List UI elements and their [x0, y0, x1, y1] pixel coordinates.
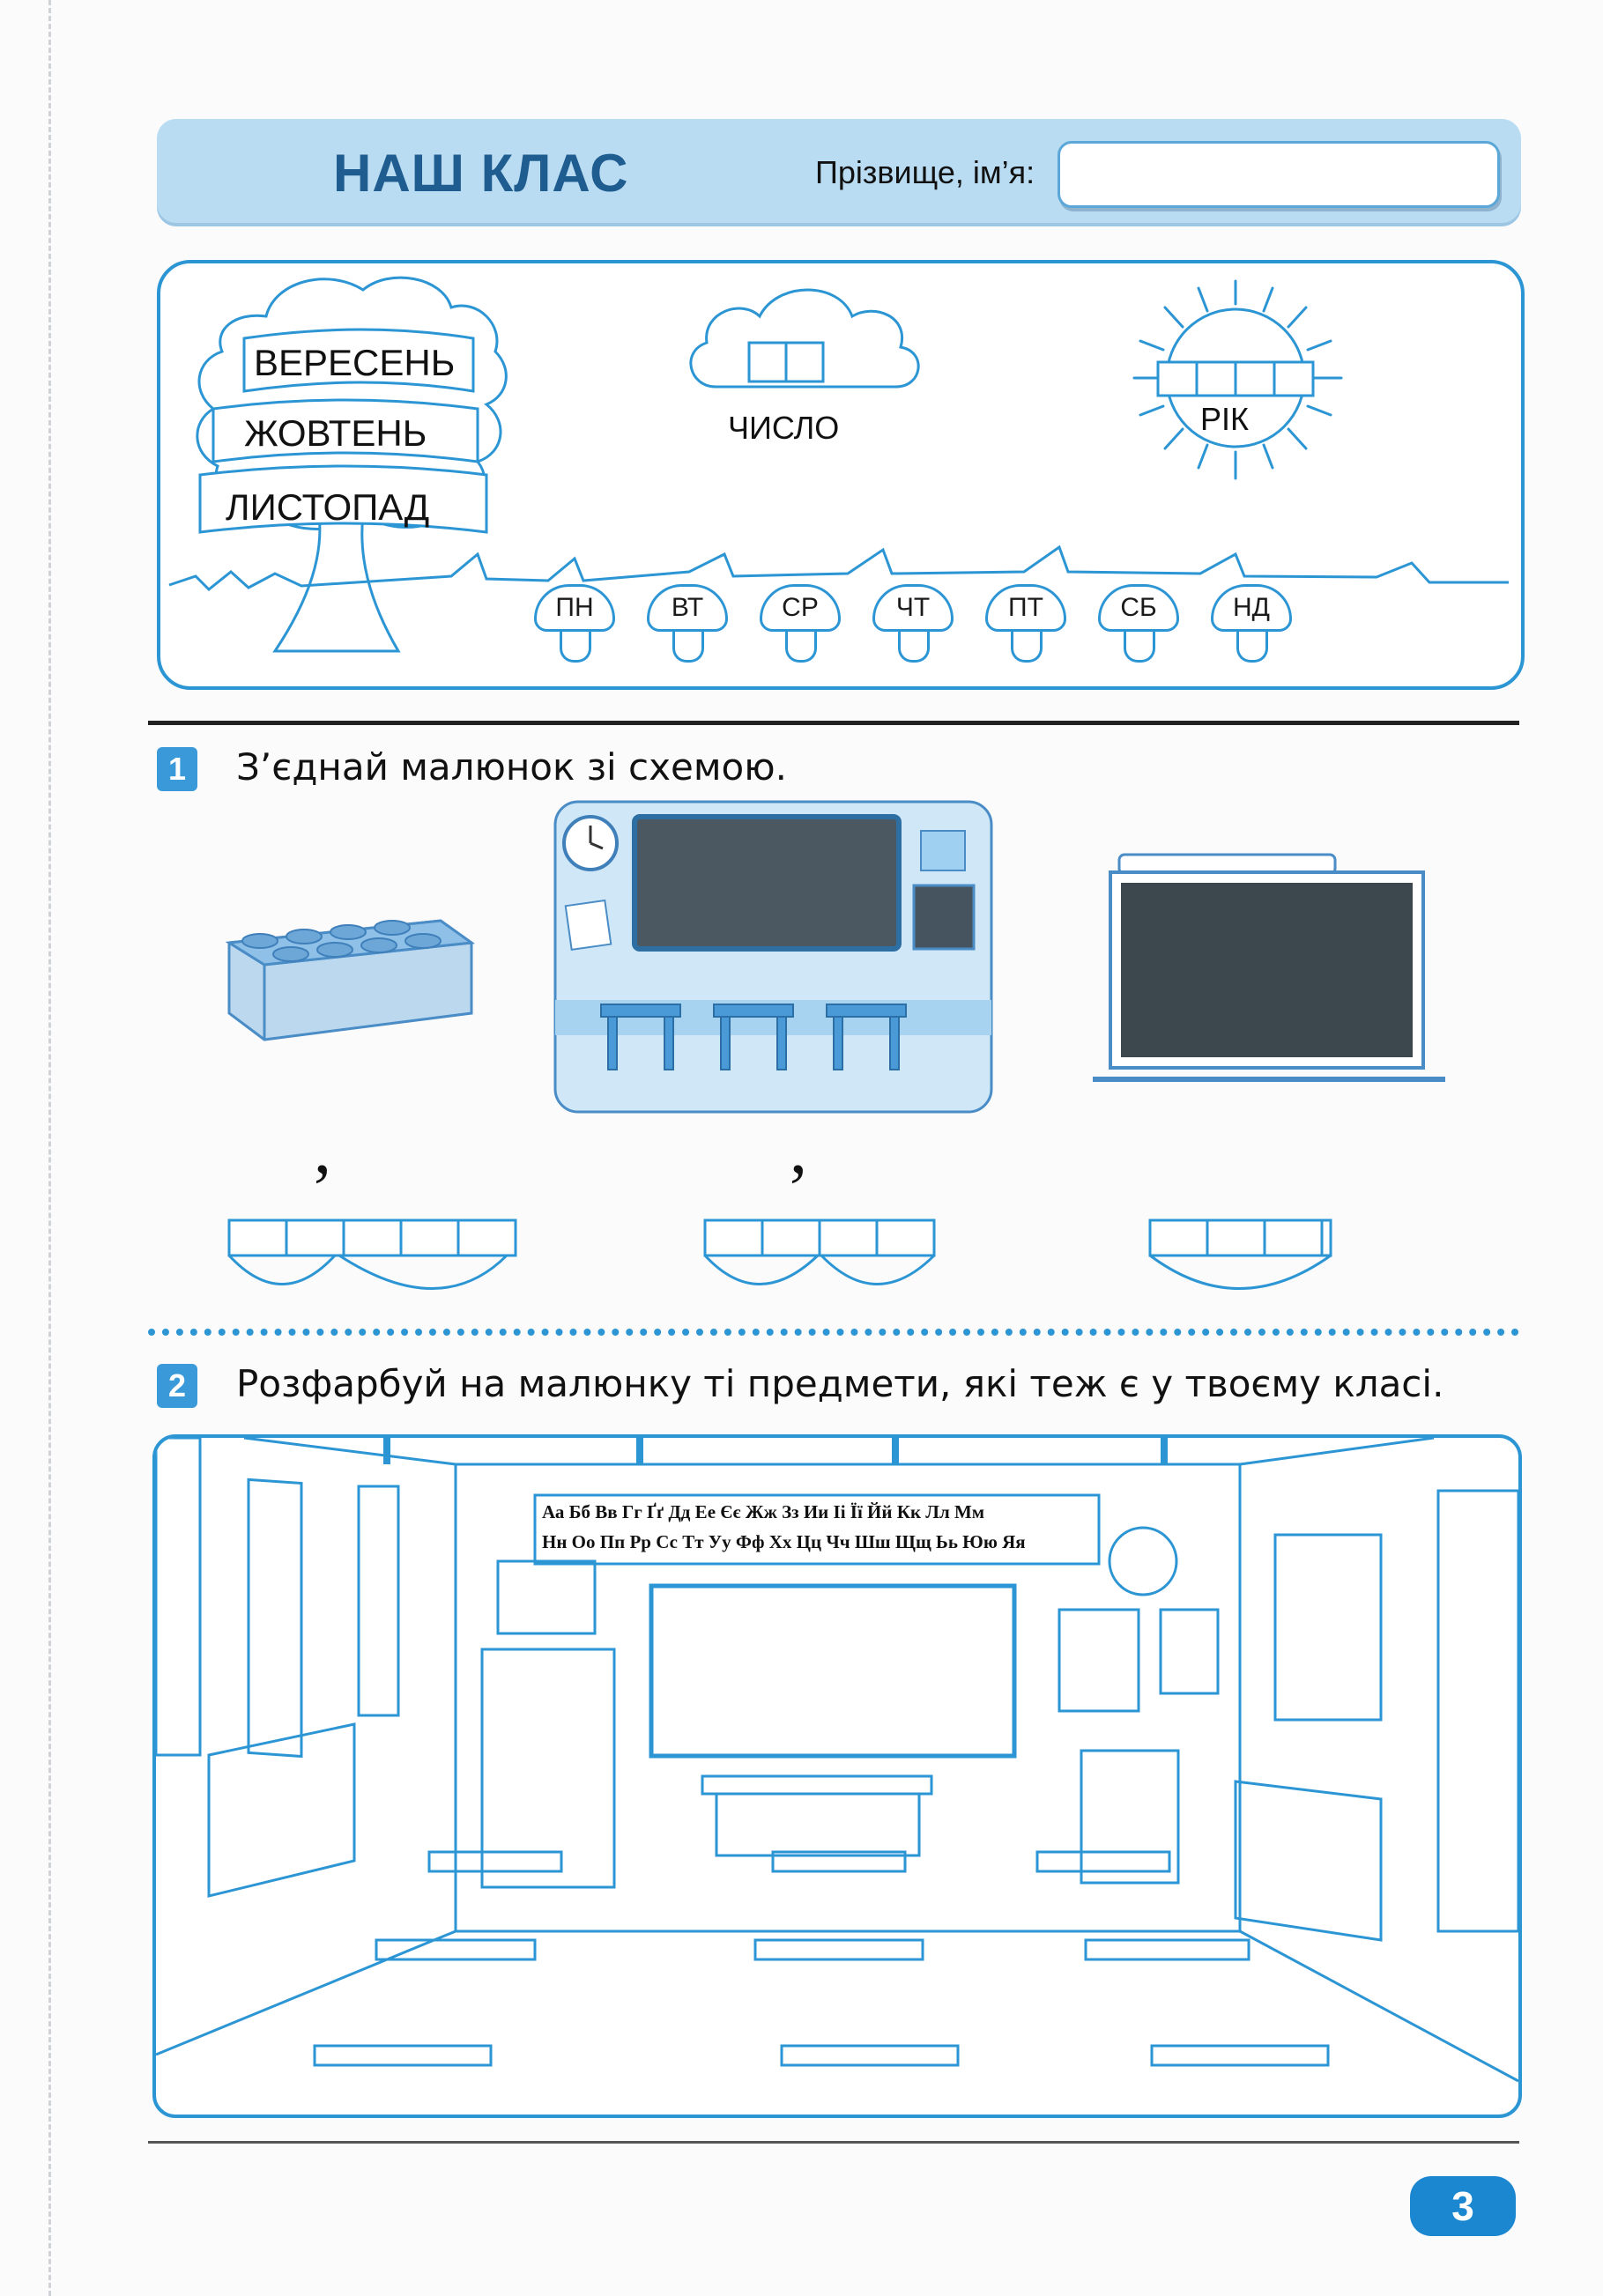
day-stem [672, 632, 704, 663]
stress-mark-1: ’ [310, 1151, 334, 1228]
alphabet-line-1: Аа Бб Вв Гг Ґґ Дд Ее Єє Жж Зз Ии Іі Її Й… [542, 1501, 985, 1522]
month-label-1: ВЕРЕСЕНЬ [254, 342, 456, 383]
month-label-2: ЖОВТЕНЬ [244, 412, 427, 454]
classroom-coloring-image[interactable]: Аа Бб Вв Гг Ґґ Дд Ее Єє Жж Зз Ии Іі Її Й… [152, 1434, 1522, 2118]
day-tue[interactable]: ВТ [647, 584, 728, 663]
task1-illustrations [225, 800, 1445, 1114]
day-wed[interactable]: СР [760, 584, 841, 663]
task-number-badge: 2 [157, 1364, 197, 1408]
word-schemes [227, 1218, 1332, 1290]
ribbon-3 [198, 464, 488, 534]
day-stem [560, 632, 591, 663]
year-cell-2 [1195, 360, 1237, 397]
day-label: ПТ [985, 584, 1066, 632]
ribbon-2 [212, 398, 479, 463]
section-divider [148, 721, 1519, 725]
day-label: СБ [1098, 584, 1179, 632]
perforation-line [48, 0, 51, 2296]
day-fri[interactable]: ПТ [985, 584, 1066, 663]
date-label: ЧИСЛО [728, 410, 840, 446]
day-label: ЧТ [872, 584, 954, 632]
task-number-badge: 1 [157, 747, 197, 791]
calendar-illustration [168, 276, 1509, 653]
name-label: Прізвище, ім’я: [815, 154, 1035, 190]
scheme-3 [1148, 1218, 1332, 1290]
scheme-2 [703, 1218, 936, 1285]
day-label: НД [1211, 584, 1292, 632]
day-label: СР [760, 584, 841, 632]
year-cell-1 [1156, 360, 1199, 397]
date-cell-2 [784, 341, 825, 383]
grass-line [168, 544, 1509, 592]
page-number: 3 [1410, 2176, 1516, 2236]
day-label: ПН [534, 584, 615, 632]
stress-mark-2: ’ [786, 1151, 810, 1228]
page-title: НАШ КЛАС [333, 144, 629, 203]
day-thu[interactable]: ЧТ [872, 584, 954, 663]
year-cell-3 [1234, 360, 1276, 397]
alphabet-line-2: Нн Оо Пп Рр Сс Тт Уу Фф Хх Цц Чч Шш Щщ Ь… [542, 1531, 1026, 1552]
day-sat[interactable]: СБ [1098, 584, 1179, 663]
day-stem [785, 632, 817, 663]
day-stem [1011, 632, 1043, 663]
day-stem [1236, 632, 1268, 663]
day-stem [898, 632, 930, 663]
blackboard-image [1093, 853, 1445, 1082]
year-label: РІК [1200, 401, 1249, 437]
scheme-1 [227, 1218, 517, 1290]
calendar-box [157, 260, 1525, 690]
day-mon[interactable]: ПН [534, 584, 615, 663]
task2-instruction: Розфарбуй на малюнку ті предмети, які те… [236, 1362, 1444, 1405]
month-label-3: ЛИСТОПАД [226, 486, 430, 528]
year-cell-4 [1273, 360, 1315, 397]
task1-instruction: З’єднай малюнок зі схемою. [236, 745, 787, 789]
ribbon-1 [242, 328, 475, 393]
dotted-divider [148, 1329, 1519, 1336]
day-stem [1124, 632, 1155, 663]
classroom-line-art [156, 1438, 1518, 2083]
day-label: ВТ [647, 584, 728, 632]
classroom-image [553, 800, 993, 1114]
date-cell-1 [747, 341, 788, 383]
day-sun[interactable]: НД [1211, 584, 1292, 663]
bottom-divider [148, 2141, 1519, 2144]
name-field[interactable] [1058, 141, 1500, 208]
lego-brick-image [225, 919, 476, 1041]
